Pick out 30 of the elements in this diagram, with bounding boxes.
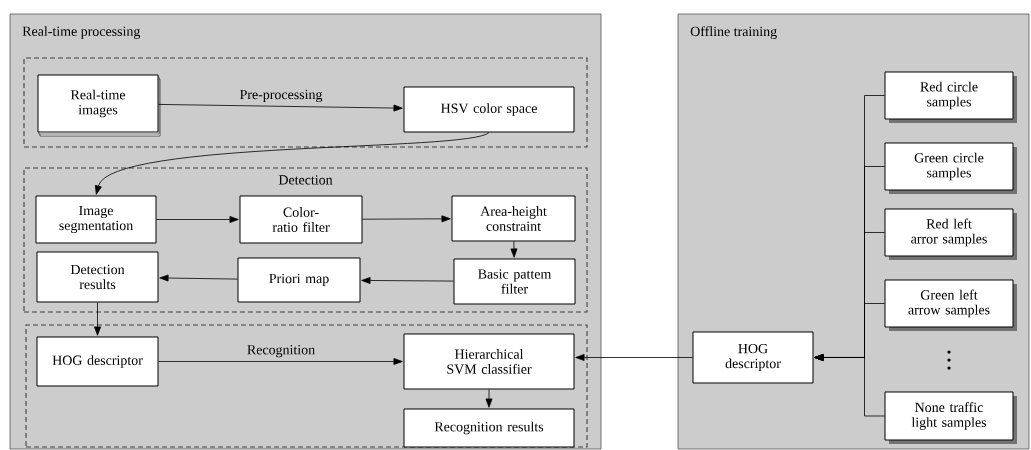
- sample-box: Red left arror samples: [884, 208, 1017, 260]
- arrow: [94, 302, 101, 336]
- sample-box: None traffic light samples: [884, 391, 1017, 444]
- process-box: Image segmentation: [35, 195, 157, 244]
- document-stack: Real-time images: [37, 74, 161, 137]
- sample-box: Green circle samples: [884, 142, 1017, 194]
- arrow: [814, 354, 885, 417]
- arrow: [362, 215, 451, 223]
- sample-box: Red circle samples: [884, 71, 1017, 123]
- process-box: HOG descriptor: [692, 331, 814, 384]
- arrow: [159, 274, 238, 282]
- process-box: HOG descriptor: [36, 336, 159, 387]
- arrow: [485, 389, 493, 408]
- process-box: Area-height constraint: [451, 195, 576, 242]
- arrow: [510, 241, 518, 258]
- arrow: [361, 277, 454, 284]
- process-box: Color-ratio filter: [239, 195, 363, 244]
- process-box: HSV color space: [403, 86, 575, 133]
- process-box: Recognition results: [403, 408, 575, 448]
- arrow: [575, 354, 693, 361]
- process-box: Priori map: [237, 257, 361, 303]
- edge-label: Recognition: [245, 344, 317, 359]
- arrow: [158, 104, 403, 112]
- arrow: [95, 132, 490, 195]
- process-box: Basic pattem filter: [453, 258, 576, 305]
- arrow: [158, 358, 403, 365]
- process-box: Hierarchical SVM classifier: [403, 333, 575, 390]
- arrow: [156, 216, 239, 223]
- process-box: Detection results: [36, 251, 159, 303]
- sample-box: Green left arrow samples: [884, 279, 1017, 331]
